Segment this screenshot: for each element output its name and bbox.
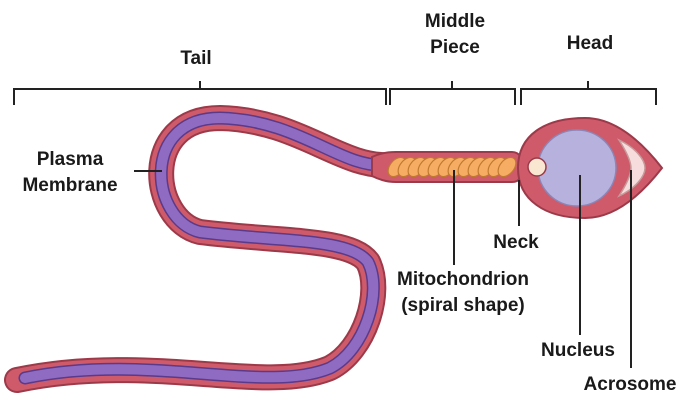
plasma-membrane-label-line2: Membrane (22, 175, 117, 196)
plasma-membrane-label-line1: Plasma (37, 149, 104, 170)
tail-label: Tail (180, 48, 211, 69)
leader-lines (134, 170, 632, 368)
neck-label: Neck (493, 232, 539, 253)
tail-bracket (13, 81, 387, 105)
middle-piece-bracket (389, 81, 516, 105)
head-label: Head (567, 33, 613, 54)
nucleus (537, 129, 617, 207)
centriole (527, 157, 547, 177)
acrosome (616, 138, 646, 198)
region-brackets (13, 81, 657, 105)
mitochondrion-label-line2: (spiral shape) (401, 295, 525, 316)
mitochondrion-spiral (387, 156, 517, 178)
acrosome-label: Acrosome (584, 374, 677, 395)
head-bracket (520, 81, 657, 105)
nucleus-label: Nucleus (541, 340, 615, 361)
middle-piece-label-line2: Piece (430, 37, 480, 58)
middle-piece-label-line1: Middle (425, 11, 485, 32)
mitochondrion-label-line1: Mitochondrion (397, 269, 529, 290)
